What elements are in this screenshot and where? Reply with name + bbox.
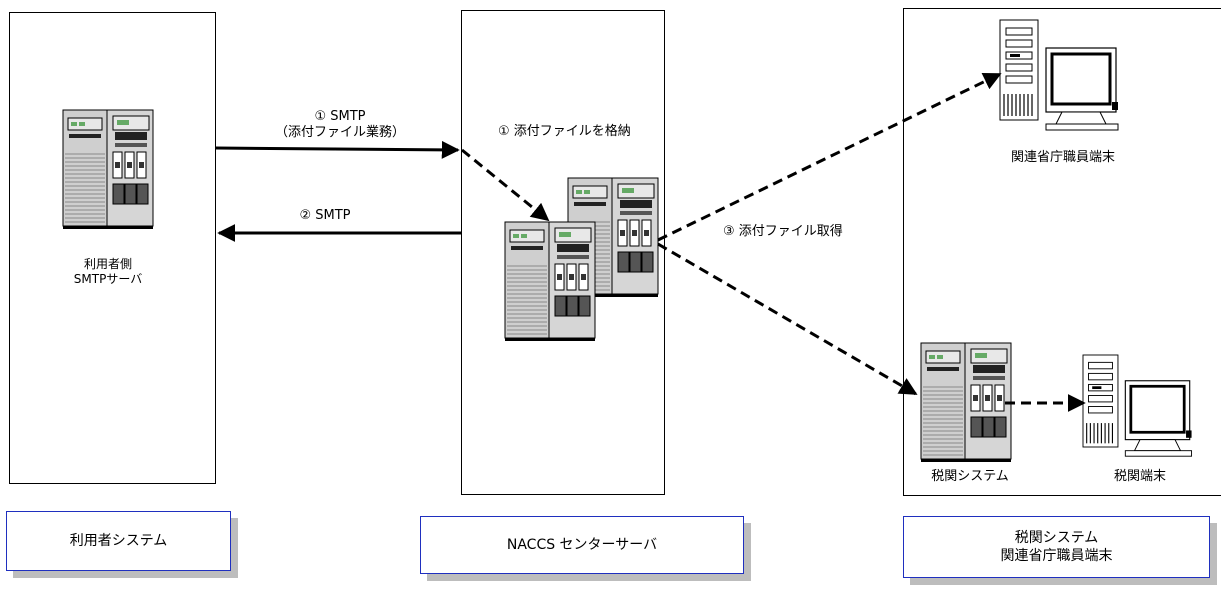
step1-attachment-text: （添付ファイル業務） bbox=[274, 125, 405, 140]
customs-caption-line2: 関連省庁職員端末 bbox=[1000, 548, 1113, 564]
customs-caption-line1: 税関システム bbox=[1014, 530, 1099, 546]
user-smtp-server-label: 利用者側 SMTPサーバ bbox=[48, 257, 168, 287]
naccs-center-caption: NACCS センターサーバ bbox=[420, 516, 744, 574]
customs-terminal-label: 税関端末 bbox=[1090, 469, 1190, 485]
user-system-panel bbox=[9, 12, 216, 484]
to-ministry-terminal-arrow bbox=[657, 72, 1002, 242]
customs-server-icon bbox=[920, 342, 1012, 463]
to-customs-system-arrow bbox=[657, 242, 918, 396]
step1-store-label: ① 添付ファイルを格納 bbox=[498, 124, 668, 140]
ministry-terminal-text: 関連省庁職員端末 bbox=[1010, 150, 1115, 165]
naccs-center-caption-text: NACCS センターサーバ bbox=[506, 537, 658, 553]
customs-system-caption: 税関システム 関連省庁職員端末 bbox=[903, 516, 1210, 578]
smtp-send-arrow bbox=[215, 140, 460, 159]
customs-server-label: 税関システム bbox=[910, 469, 1030, 485]
user-smtp-server-icon bbox=[62, 109, 154, 230]
user-system-caption: 利用者システム bbox=[6, 511, 231, 571]
user-server-label-line2: SMTPサーバ bbox=[73, 272, 143, 286]
naccs-server-front-icon bbox=[504, 221, 596, 342]
step2-smtp-text: ② SMTP bbox=[299, 208, 351, 223]
store-attachment-arrow bbox=[461, 148, 550, 222]
step3-fetch-text: ③ 添付ファイル取得 bbox=[723, 224, 843, 239]
step1-smtp-label: ① SMTP （添付ファイル業務） bbox=[250, 109, 430, 141]
customs-terminal-icon bbox=[1081, 353, 1193, 458]
customs-caption-block: 税関システム 関連省庁職員端末 bbox=[1001, 529, 1113, 565]
step2-smtp-label: ② SMTP bbox=[270, 208, 380, 224]
customs-server-text: 税関システム bbox=[931, 469, 1009, 484]
customs-terminal-text: 税関端末 bbox=[1113, 469, 1166, 484]
user-system-caption-text: 利用者システム bbox=[69, 533, 168, 549]
step1-smtp-text: ① SMTP bbox=[314, 109, 366, 124]
step3-fetch-label: ③ 添付ファイル取得 bbox=[723, 224, 893, 240]
ministry-terminal-icon bbox=[998, 18, 1120, 132]
ministry-terminal-label: 関連省庁職員端末 bbox=[993, 150, 1133, 166]
step1-store-text: ① 添付ファイルを格納 bbox=[498, 124, 631, 139]
user-server-label-line1: 利用者側 bbox=[83, 257, 132, 271]
